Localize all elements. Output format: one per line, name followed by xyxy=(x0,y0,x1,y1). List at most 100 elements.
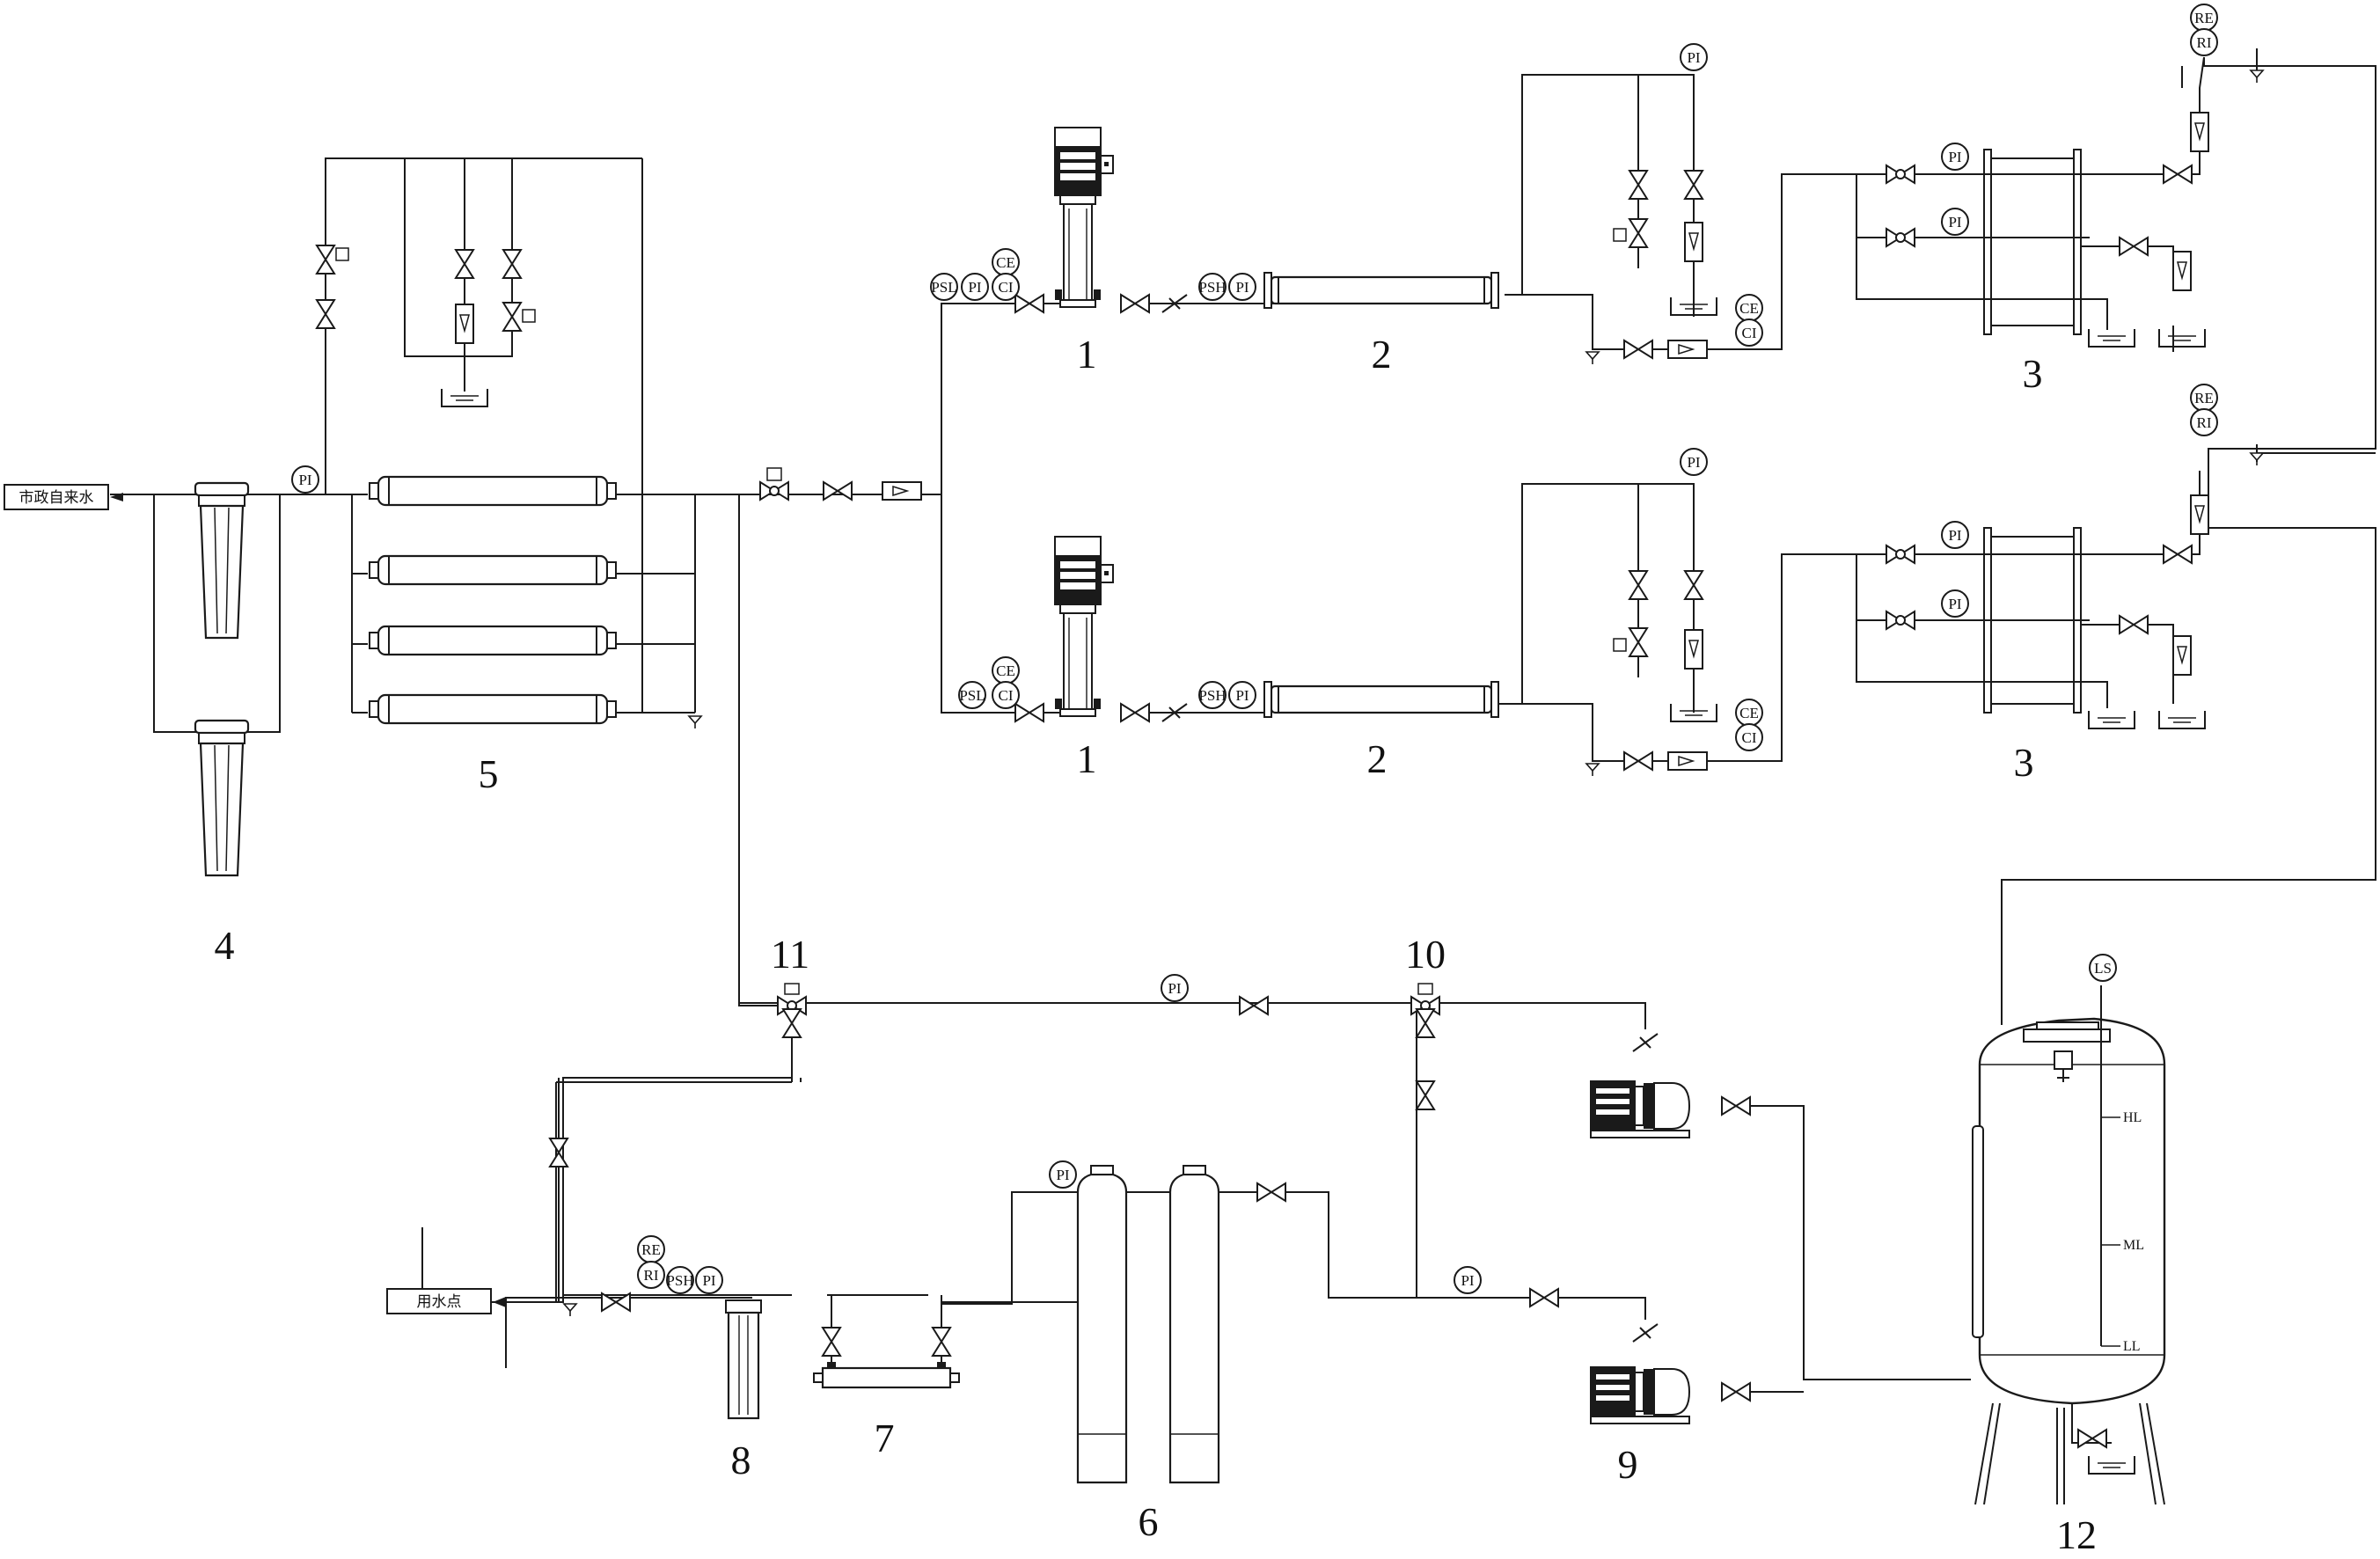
svg-text:PI: PI xyxy=(1235,279,1249,296)
svg-text:RE: RE xyxy=(2194,390,2214,406)
svg-text:RI: RI xyxy=(2197,414,2212,431)
svg-text:CE: CE xyxy=(1739,300,1759,317)
pi-gauge-pump-outlet: PI xyxy=(1454,1266,1482,1294)
prefilter: 4 xyxy=(194,481,250,968)
ci-indicator-permeate-lower: CI xyxy=(1735,723,1763,751)
three-way-valve-right-number: 10 xyxy=(1405,932,1446,977)
re-sensor-outlet: RE xyxy=(637,1235,665,1263)
ri-indicator-outlet: RI xyxy=(637,1261,665,1289)
final-filter: 8 xyxy=(725,1299,762,1482)
transfer-pumps-number: 9 xyxy=(1618,1442,1638,1487)
membrane-upper-number: 2 xyxy=(1372,332,1392,377)
stack-upper-number: 3 xyxy=(2023,351,2043,396)
final-filter-number: 8 xyxy=(731,1438,751,1482)
svg-text:RE: RE xyxy=(641,1241,661,1258)
ci-indicator-upper: CI xyxy=(992,273,1020,301)
psh-switch-upper: PSH xyxy=(1198,273,1227,301)
svg-text:CE: CE xyxy=(996,662,1015,679)
svg-text:LS: LS xyxy=(2094,960,2112,977)
re-sensor-lower: RE xyxy=(2190,384,2218,412)
pi-gauge-ro-lower: PI xyxy=(1228,681,1256,709)
svg-text:PI: PI xyxy=(1461,1272,1474,1289)
three-way-valve-left-number: 11 xyxy=(771,932,809,977)
svg-text:PSH: PSH xyxy=(1198,687,1226,704)
level-high: HL xyxy=(2123,1110,2142,1125)
edi-stack-lower: 3 xyxy=(1886,452,2264,785)
svg-text:PSL: PSL xyxy=(931,279,956,296)
pi-gauge-stack-upper-1: PI xyxy=(1941,143,1969,171)
pi-gauge-recycle: PI xyxy=(1161,974,1189,1002)
pi-gauge-stack-lower-2: PI xyxy=(1941,589,1969,618)
svg-text:RE: RE xyxy=(2194,10,2214,26)
pi-gauge-pump-upper: PI xyxy=(961,273,989,301)
svg-text:RI: RI xyxy=(644,1267,659,1284)
psh-switch-lower: PSH xyxy=(1198,681,1227,709)
svg-text:PI: PI xyxy=(968,279,981,296)
pi-gauge-feed: PI xyxy=(291,465,319,494)
pi-gauge-stack-lower-1: PI xyxy=(1941,521,1969,549)
uv-sterilizer: 7 xyxy=(813,1327,960,1460)
instruments: PI PSL PI CE CI PSH PI PI xyxy=(291,4,2218,1294)
softener: 6 xyxy=(1076,1165,1220,1544)
point-of-use: 用水点 xyxy=(386,1288,631,1317)
uf-flush-valves xyxy=(316,245,536,407)
source-label: 市政自来水 xyxy=(19,489,94,507)
final-delivery-line xyxy=(493,1078,564,1303)
ri-indicator-upper: RI xyxy=(2190,28,2218,56)
ro-train-upper: 1 2 xyxy=(1014,127,1717,377)
ro-train-lower: 1 2 xyxy=(1014,536,1717,781)
softener-number: 6 xyxy=(1139,1499,1159,1544)
ce-sensor-permeate-lower: CE xyxy=(1735,699,1763,727)
svg-text:PI: PI xyxy=(1056,1167,1069,1183)
ce-sensor-permeate-upper: CE xyxy=(1735,294,1763,322)
svg-text:PI: PI xyxy=(1168,980,1181,997)
svg-text:PI: PI xyxy=(1948,149,1961,165)
re-sensor-upper: RE xyxy=(2190,4,2218,32)
stack-lower-number: 3 xyxy=(2014,740,2034,785)
membrane-lower-number: 2 xyxy=(1367,736,1388,781)
outlet-label: 用水点 xyxy=(417,1293,462,1311)
pump-lower-number: 1 xyxy=(1077,736,1097,781)
psl-switch-lower: PSL xyxy=(958,681,986,709)
ri-indicator-lower: RI xyxy=(2190,408,2218,436)
svg-text:CI: CI xyxy=(999,279,1014,296)
svg-text:PI: PI xyxy=(702,1272,715,1289)
svg-text:PI: PI xyxy=(1235,687,1249,704)
svg-text:PI: PI xyxy=(1948,527,1961,544)
svg-text:PSH: PSH xyxy=(1198,279,1226,296)
svg-text:CI: CI xyxy=(999,687,1014,704)
three-way-valves: 11 10 xyxy=(549,932,1559,1307)
main-flow-lines xyxy=(941,1301,1083,1337)
svg-text:PSH: PSH xyxy=(666,1272,693,1289)
edi-stack-upper: 3 xyxy=(1886,70,2264,396)
uf-module-number: 5 xyxy=(479,751,499,796)
outlet-piping xyxy=(556,1081,928,1296)
svg-text:CE: CE xyxy=(996,254,1015,271)
ce-sensor-upper: CE xyxy=(992,248,1020,276)
ce-sensor-lower: CE xyxy=(992,656,1020,684)
svg-text:PI: PI xyxy=(1948,596,1961,612)
svg-text:CI: CI xyxy=(1742,325,1757,341)
pi-gauge-softener: PI xyxy=(1049,1160,1077,1189)
uf-outlet-valves xyxy=(688,467,922,729)
pump-upper-number: 1 xyxy=(1077,332,1097,377)
psl-switch-upper: PSL xyxy=(930,273,958,301)
pi-gauge-concentrate-upper: PI xyxy=(1680,43,1708,71)
ci-indicator-permeate-upper: CI xyxy=(1735,318,1763,347)
level-low: LL xyxy=(2123,1339,2141,1354)
uf-module: 5 xyxy=(368,475,618,796)
polishing-loop xyxy=(831,1295,942,1368)
pi-gauge-concentrate-lower: PI xyxy=(1680,448,1708,476)
svg-text:CI: CI xyxy=(1742,729,1757,746)
svg-text:CE: CE xyxy=(1739,705,1759,721)
level-mid: ML xyxy=(2123,1238,2144,1253)
ls-level-switch: LS xyxy=(2089,954,2117,982)
svg-text:PSL: PSL xyxy=(959,687,985,704)
pi-gauge-outlet: PI xyxy=(695,1266,723,1294)
ci-indicator-lower: CI xyxy=(992,681,1020,709)
source-label-box: 市政自来水 xyxy=(4,484,123,510)
storage-tank: HL ML LL 12 xyxy=(1972,985,2166,1557)
svg-text:PI: PI xyxy=(1948,214,1961,231)
point-of-use-line xyxy=(506,1078,560,1303)
